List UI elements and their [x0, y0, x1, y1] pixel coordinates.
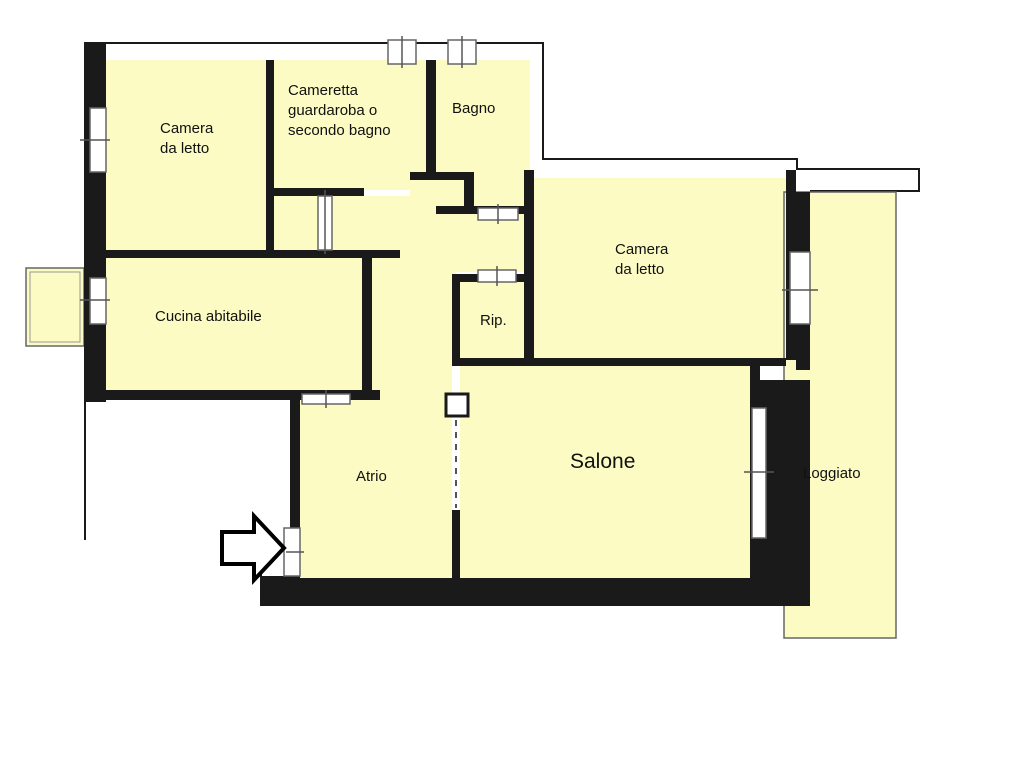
- label-bedroom-2-line-2: da letto: [615, 261, 664, 278]
- label-bedroom-1: Camera da letto: [160, 120, 218, 157]
- label-small-room: Cameretta guardaroba o secondo bagno: [288, 82, 391, 139]
- label-hall-line-1: Atrio: [356, 468, 387, 485]
- label-kitchen: Cucina abitabile: [155, 308, 262, 325]
- label-bedroom-2: Camera da letto: [615, 241, 673, 278]
- label-storage: Rip.: [480, 312, 507, 329]
- label-hall: Atrio: [356, 468, 387, 485]
- label-small-room-line-2: guardaroba o: [288, 102, 377, 119]
- room-hall: [300, 400, 452, 578]
- room-small: [274, 60, 426, 190]
- label-small-room-line-1: Cameretta: [288, 82, 359, 99]
- label-bathroom: Bagno: [452, 100, 495, 117]
- label-loggia-line-1: Loggiato: [803, 465, 861, 482]
- room-bedroom-2: [534, 178, 786, 358]
- room-kitchen: [106, 258, 362, 390]
- room-living: [460, 366, 750, 578]
- pillar: [444, 392, 470, 418]
- label-bathroom-line-1: Bagno: [452, 100, 495, 117]
- label-loggia: Loggiato: [803, 465, 861, 482]
- entrance-arrow-icon: [220, 510, 287, 586]
- label-bedroom-2-line-1: Camera: [615, 241, 669, 258]
- label-storage-line-1: Rip.: [480, 312, 507, 329]
- room-storage: [460, 282, 526, 358]
- label-living: Salone: [570, 450, 635, 473]
- label-bedroom-1-line-1: Camera: [160, 120, 214, 137]
- room-bedroom-1: [106, 60, 266, 250]
- label-living-line-1: Salone: [570, 450, 635, 473]
- label-small-room-line-3: secondo bagno: [288, 122, 391, 139]
- label-bedroom-1-line-2: da letto: [160, 140, 209, 157]
- left-balcony: [25, 267, 85, 347]
- label-kitchen-line-1: Cucina abitabile: [155, 308, 262, 325]
